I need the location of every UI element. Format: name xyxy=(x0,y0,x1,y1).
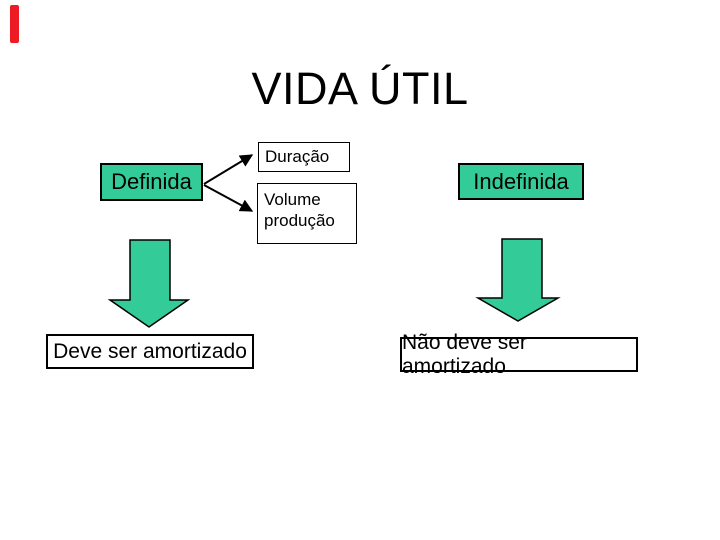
down-block-arrow-right-icon xyxy=(475,238,561,322)
connector-definida-to-duracao-icon xyxy=(203,154,254,185)
indefinida-box: Indefinida xyxy=(458,163,584,200)
duracao-box: Duração xyxy=(258,142,350,172)
deve-ser-amortizado-box: Deve ser amortizado xyxy=(46,334,254,369)
connector-definida-to-volume-icon xyxy=(203,184,254,212)
nao-deve-ser-amortizado-box: Não deve ser amortizado xyxy=(400,331,638,378)
slide-title: VIDA ÚTIL xyxy=(251,63,469,114)
down-block-arrow-left-icon xyxy=(107,239,191,328)
red-bookmark-bar xyxy=(10,5,19,43)
volume-producao-box: Volume produção xyxy=(257,183,357,244)
definida-box: Definida xyxy=(100,163,203,201)
